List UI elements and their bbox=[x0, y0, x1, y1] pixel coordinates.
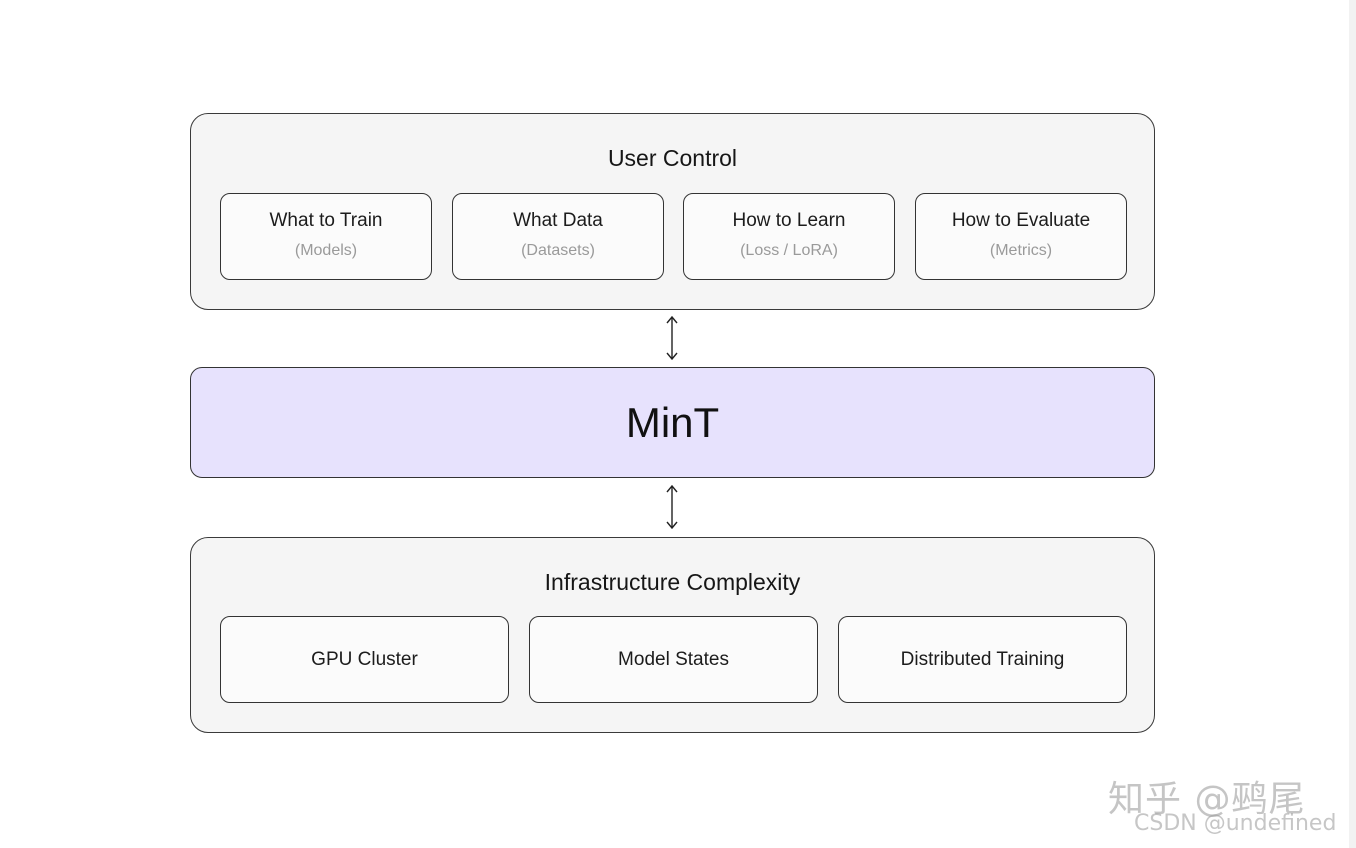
double-headed-arrow-icon bbox=[666, 484, 678, 530]
card-label: How to Learn bbox=[732, 210, 846, 231]
card-label: How to Evaluate bbox=[951, 210, 1091, 231]
card-how-to-evaluate: How to Evaluate (Metrics) bbox=[915, 193, 1127, 280]
double-headed-arrow-icon bbox=[666, 315, 678, 361]
infrastructure-panel: Infrastructure Complexity GPU Cluster Mo… bbox=[190, 537, 1155, 733]
card-sublabel: (Datasets) bbox=[521, 242, 595, 259]
watermark-csdn: CSDN @undefined bbox=[1134, 811, 1337, 836]
card-sublabel: (Loss / LoRA) bbox=[740, 242, 838, 259]
card-label: GPU Cluster bbox=[311, 649, 418, 670]
watermark-zhihu: 知乎 @鹀尾 bbox=[1108, 779, 1306, 820]
card-label: Distributed Training bbox=[900, 649, 1065, 670]
card-sublabel: (Models) bbox=[294, 242, 358, 259]
card-gpu-cluster: GPU Cluster bbox=[220, 616, 509, 703]
card-what-data: What Data (Datasets) bbox=[452, 193, 664, 280]
mint-title: MinT bbox=[625, 399, 720, 446]
user-control-panel: User Control What to Train (Models) What… bbox=[190, 113, 1155, 310]
mint-layer: MinT bbox=[190, 367, 1155, 478]
user-control-title: User Control bbox=[607, 145, 738, 171]
card-label: Model States bbox=[618, 649, 729, 670]
card-how-to-learn: How to Learn (Loss / LoRA) bbox=[683, 193, 895, 280]
card-what-to-train: What to Train (Models) bbox=[220, 193, 432, 280]
page-edge-strip bbox=[1349, 0, 1356, 848]
card-label: What to Train bbox=[269, 210, 383, 231]
card-sublabel: (Metrics) bbox=[989, 242, 1053, 259]
card-model-states: Model States bbox=[529, 616, 818, 703]
card-distributed-training: Distributed Training bbox=[838, 616, 1127, 703]
infrastructure-title: Infrastructure Complexity bbox=[544, 569, 801, 595]
card-label: What Data bbox=[513, 210, 603, 231]
